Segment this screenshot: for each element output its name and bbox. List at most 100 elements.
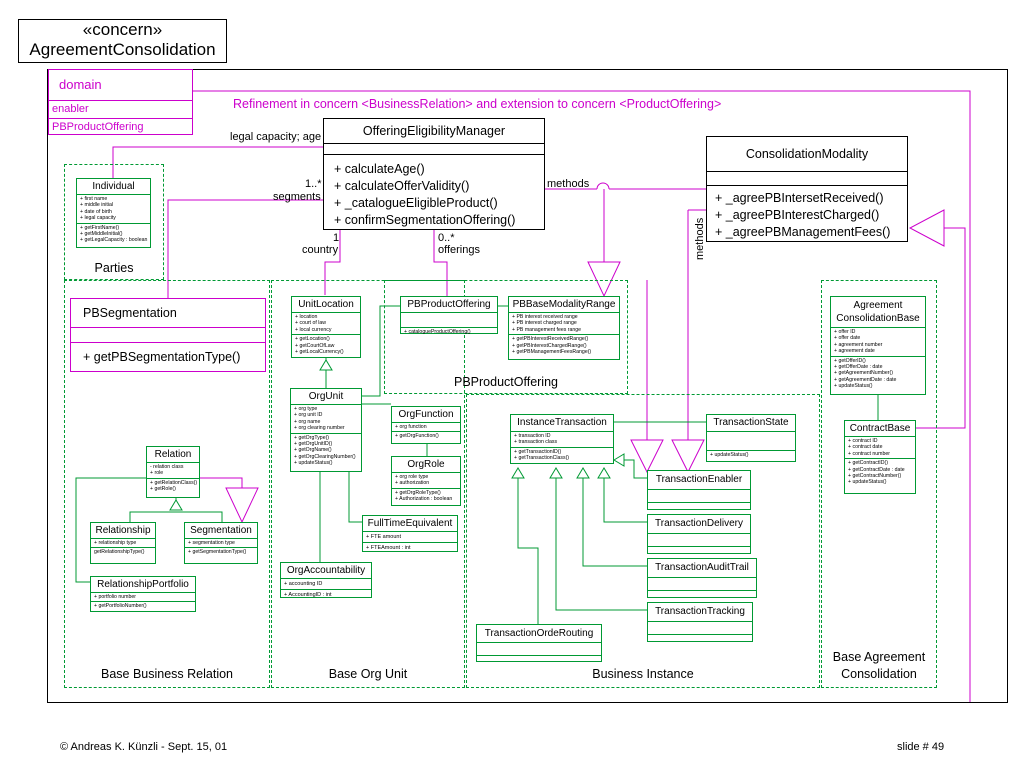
class-individual[interactable]: Individual + first name + middle initial…	[76, 178, 151, 248]
class-org-accountability[interactable]: OrgAccountability + accounting ID + Acco…	[280, 562, 372, 598]
attr: + portfolio number	[94, 594, 136, 600]
class-relation[interactable]: Relation - relation class + role + getRe…	[146, 446, 200, 498]
package-base-agreement-line1: Base Agreement	[832, 650, 926, 664]
class-org-role[interactable]: OrgRole + org role type + authorization …	[391, 456, 461, 506]
class-agreement-consolidation-base[interactable]: Agreement ConsolidationBase + offer ID +…	[830, 296, 926, 395]
ops-section	[477, 655, 601, 668]
concern-frame	[47, 69, 1008, 703]
op-calculate-age: + calculateAge()	[334, 162, 425, 176]
refinement-note: Refinement in concern <BusinessRelation>…	[233, 97, 722, 111]
op: + updateStatus()	[848, 479, 887, 486]
ops-section: getRelationshipType()	[91, 547, 155, 556]
op: + getLocalCurrency()	[295, 349, 344, 356]
class-name: Agreement ConsolidationBase	[836, 300, 920, 324]
class-relationship[interactable]: Relationship + relationship type getRela…	[90, 522, 156, 564]
label-mult-segments: 1..*	[305, 178, 322, 190]
op: + updateStatus()	[294, 460, 333, 467]
attr: + org function	[395, 424, 427, 430]
ops-section: + getLocation() + getCourtOfLaw + getLoc…	[292, 334, 360, 356]
attr: + court of law	[295, 320, 326, 327]
class-contract-base[interactable]: ContractBase + contract ID + contract da…	[844, 420, 916, 494]
class-org-function[interactable]: OrgFunction + org function + getOrgFunct…	[391, 406, 461, 444]
attr: + authorization	[395, 480, 430, 487]
class-name: OrgRole	[407, 459, 445, 470]
ops-section: + getContractID() + getContractDate : da…	[845, 458, 915, 487]
attr: + location	[295, 314, 318, 320]
class-offering-eligibility-manager[interactable]: OfferingEligibilityManager + calculateAg…	[323, 118, 545, 230]
class-org-unit[interactable]: OrgUnit + org type + org unit ID + org n…	[290, 388, 362, 472]
op: getRelationshipType()	[94, 549, 145, 556]
attr: + transaction class	[514, 439, 558, 446]
class-transaction-orde-routing[interactable]: TransactionOrdeRouting	[476, 624, 602, 662]
class-segmentation[interactable]: Segmentation + segmentation type + getSe…	[184, 522, 258, 564]
op: + FTEAmount : int	[366, 545, 411, 551]
op: + getPBManagementFeesRange()	[512, 349, 592, 356]
package-pb-product-offering-label: PBProductOffering	[454, 375, 558, 389]
domain-enabler: enabler	[49, 100, 192, 118]
concern-stereotype: «concern»	[82, 20, 163, 39]
package-business-instance: Business Instance	[466, 394, 820, 688]
attr: + offer ID	[834, 329, 856, 335]
class-unit-location[interactable]: UnitLocation + location + court of law +…	[291, 296, 361, 358]
op: + getOrgName()	[294, 447, 332, 454]
class-transaction-delivery[interactable]: TransactionDelivery	[647, 514, 751, 554]
attr-section	[648, 621, 752, 634]
attr: + offer date	[834, 335, 861, 342]
op: + AccountingID : int	[284, 592, 332, 598]
label-country: country	[302, 244, 339, 256]
op-agree-interest-received: + _agreePBIntersetReceived()	[715, 191, 884, 205]
attr: + accounting ID	[284, 581, 323, 587]
attr-section: + org function	[392, 422, 460, 431]
attr: + contract ID	[848, 438, 878, 444]
class-full-time-equivalent[interactable]: FullTimeEquivalent + FTE amount + FTEAmo…	[362, 515, 458, 552]
op: + getContractDate : date	[848, 466, 905, 473]
package-pb-product-offering: PBProductOffering	[384, 280, 628, 394]
op-agree-management-fees: + _agreePBManagementFees()	[715, 225, 891, 239]
class-name: TransactionOrdeRouting	[484, 628, 594, 639]
class-pb-product-offering[interactable]: PBProductOffering + catalogueProductOffe…	[400, 296, 498, 335]
class-name: ConsolidationModality	[745, 147, 869, 161]
class-relationship-portfolio[interactable]: RelationshipPortfolio + portfolio number…	[90, 576, 196, 612]
class-name: TransactionDelivery	[655, 518, 743, 529]
op: + updateStatus()	[710, 452, 749, 458]
attr: + agreement date	[834, 348, 875, 355]
ops-section: + getOfferID() + getOfferDate : date + g…	[831, 355, 925, 391]
ops-section	[648, 634, 752, 647]
package-parties-label: Parties	[94, 261, 134, 275]
class-transaction-tracking[interactable]: TransactionTracking	[647, 602, 753, 642]
footer-author: © Andreas K. Künzli - Sept. 15, 01	[60, 741, 228, 753]
class-name: OrgFunction	[398, 409, 454, 420]
package-base-agreement-label: Base Agreement Consolidation	[822, 649, 936, 683]
package-base-org-unit: Base Org Unit	[271, 280, 465, 688]
attr: + first name	[80, 196, 108, 202]
ops-section: + _agreePBIntersetReceived() + _agreePBI…	[707, 185, 907, 241]
ops-section: + getPBInterestReceivedRange() + getPBIn…	[509, 334, 619, 356]
attr: + org name	[294, 418, 321, 425]
class-name: PBSegmentation	[83, 306, 177, 320]
attr-section: + org role type + authorization	[392, 472, 460, 488]
op-agree-interest-charged: + _agreePBInterestCharged()	[715, 208, 880, 222]
class-consolidation-modality[interactable]: ConsolidationModality + _agreePBInterset…	[706, 136, 908, 242]
op: + getOrgType()	[294, 434, 330, 441]
attr-section: + portfolio number	[91, 592, 195, 601]
op: + getTransactionID()	[514, 448, 562, 455]
concern-name: AgreementConsolidation	[29, 40, 216, 59]
ops-section: + FTEAmount : int	[363, 542, 457, 553]
attr: + agreement number	[834, 341, 883, 348]
attr: + org unit ID	[294, 412, 323, 419]
attr-section	[477, 642, 601, 655]
domain-box: domain enabler PBProductOffering	[48, 69, 193, 135]
class-transaction-state[interactable]: TransactionState + updateStatus()	[706, 414, 796, 462]
class-transaction-audit-trail[interactable]: TransactionAuditTrail	[647, 558, 757, 598]
class-transaction-enabler[interactable]: TransactionEnabler	[647, 470, 751, 510]
ops-section	[648, 546, 750, 559]
label-methods-side: methods	[694, 217, 706, 260]
op: + getOrgFunction()	[395, 433, 439, 440]
attr-section: + location + court of law + local curren…	[292, 312, 360, 334]
attr: + contract number	[848, 450, 890, 457]
class-pb-segmentation[interactable]: PBSegmentation + getPBSegmentationType()	[70, 298, 266, 372]
package-base-org-unit-label: Base Org Unit	[328, 667, 408, 681]
class-pb-base-modality-range[interactable]: PBBaseModalityRange + PB interest receiv…	[508, 296, 620, 360]
op: + getOrgClearingNumber()	[294, 453, 356, 460]
class-instance-transaction[interactable]: InstanceTransaction + transaction ID + t…	[510, 414, 614, 464]
